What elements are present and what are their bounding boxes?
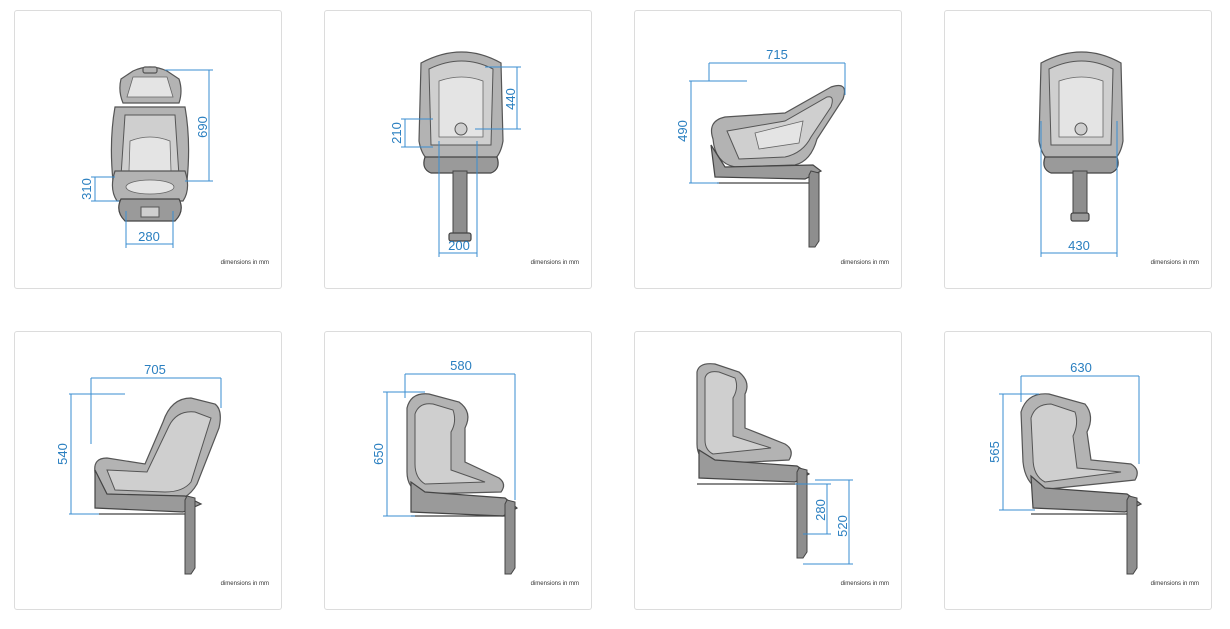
dim-label-seat-height: 210 bbox=[389, 122, 404, 144]
dim-label-height: 540 bbox=[55, 443, 70, 465]
diagram-card-side-leg-height: 280 520 dimensions in mm bbox=[634, 331, 902, 610]
dim-label-seat-height: 310 bbox=[79, 178, 94, 200]
seat-side-reclined-drawing: 715 490 bbox=[675, 47, 846, 248]
dim-label-total-height: 520 bbox=[835, 515, 850, 537]
diagram-card-side-reclined: 715 490 dimensions in mm bbox=[634, 10, 902, 289]
dim-label-height: 565 bbox=[987, 441, 1002, 463]
dimensions-footnote: dimensions in mm bbox=[1150, 260, 1199, 266]
diagram-card-side-semi-reclined: 630 565 dimensions in mm bbox=[944, 331, 1212, 610]
diagram-card-front-infant: 440 210 200 dimensions in mm bbox=[324, 10, 592, 289]
seat-side-leg-height-drawing: 280 520 bbox=[696, 363, 853, 565]
dimensions-footnote: dimensions in mm bbox=[220, 581, 269, 587]
dim-label-width: 200 bbox=[448, 238, 470, 253]
diagram-card-side-forward-facing: 580 650 dimensions in mm bbox=[324, 331, 592, 610]
dim-label-length: 705 bbox=[144, 362, 166, 377]
dim-label-height: 490 bbox=[675, 120, 690, 142]
dim-label-height: 650 bbox=[371, 443, 386, 465]
diagram-card-side-rear-facing: 705 540 dimensions in mm bbox=[14, 331, 282, 610]
seat-front-infant-drawing: 440 210 200 bbox=[389, 51, 521, 257]
dim-label-length: 630 bbox=[1070, 360, 1092, 375]
dim-label-height: 440 bbox=[503, 88, 518, 110]
seat-side-forward-facing-drawing: 580 650 bbox=[371, 358, 519, 575]
dim-label-length: 715 bbox=[766, 47, 788, 62]
dimensions-footnote: dimensions in mm bbox=[530, 581, 579, 587]
dim-label-width: 430 bbox=[1068, 238, 1090, 253]
dimensions-footnote: dimensions in mm bbox=[1150, 581, 1199, 587]
diagram-card-front-width: 430 dimensions in mm bbox=[944, 10, 1212, 289]
dimensions-footnote: dimensions in mm bbox=[840, 581, 889, 587]
dimensions-footnote: dimensions in mm bbox=[840, 260, 889, 266]
dim-label-width: 280 bbox=[138, 229, 160, 244]
dim-label-leg-height: 280 bbox=[813, 499, 828, 521]
dim-label-length: 580 bbox=[450, 358, 472, 373]
seat-front-upright-drawing: 690 310 280 bbox=[79, 66, 213, 248]
dim-label-height: 690 bbox=[195, 116, 210, 138]
dimensions-footnote: dimensions in mm bbox=[530, 260, 579, 266]
seat-front-width-drawing: 430 bbox=[1038, 51, 1124, 257]
seat-side-semi-reclined-drawing: 630 565 bbox=[987, 360, 1143, 575]
dimensions-footnote: dimensions in mm bbox=[220, 260, 269, 266]
diagram-card-front-upright: 690 310 280 dimensions in mm bbox=[14, 10, 282, 289]
seat-side-rear-facing-drawing: 705 540 bbox=[55, 362, 222, 575]
